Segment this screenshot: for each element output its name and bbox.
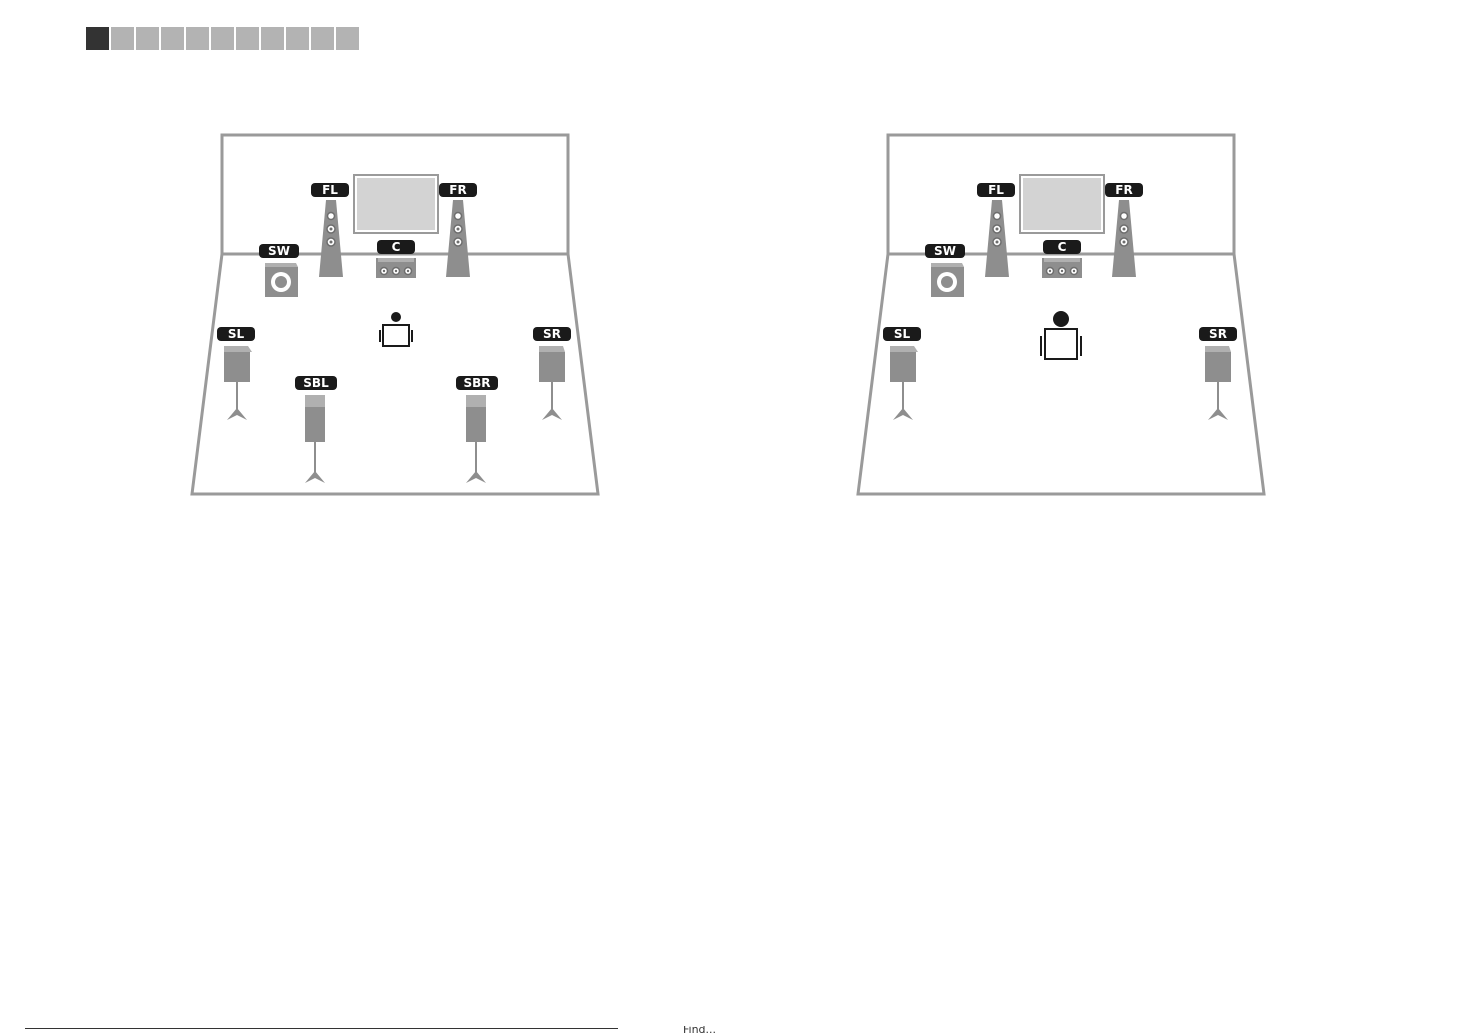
progress-segment <box>86 27 109 50</box>
label-sw-text: SW <box>934 244 956 258</box>
label-fr: FR <box>439 183 477 197</box>
label-fr-text: FR <box>449 183 466 197</box>
label-fl-text: FL <box>988 183 1004 197</box>
label-sw: SW <box>259 244 299 258</box>
label-sbr-text: SBR <box>463 376 490 390</box>
room-floor <box>192 254 598 494</box>
label-fr-text: FR <box>1115 183 1132 197</box>
label-sw: SW <box>925 244 965 258</box>
progress-segment <box>311 27 334 50</box>
label-c-text: C <box>392 240 401 254</box>
label-sl: SL <box>883 327 921 341</box>
label-sl-text: SL <box>894 327 911 341</box>
label-c: C <box>377 240 415 254</box>
tv <box>354 175 438 233</box>
label-sbl-text: SBL <box>303 376 329 390</box>
label-sr-text: SR <box>1209 327 1227 341</box>
label-sr: SR <box>1199 327 1237 341</box>
progress-segment <box>286 27 309 50</box>
speaker-layout-diagram-7-1: FL FR C SW <box>180 120 610 500</box>
progress-segment <box>186 27 209 50</box>
speaker-subwoofer: SW <box>925 244 965 297</box>
label-sl: SL <box>217 327 255 341</box>
label-sbr: SBR <box>456 376 498 390</box>
label-c-text: C <box>1058 240 1067 254</box>
progress-segment <box>236 27 259 50</box>
room-floor <box>858 254 1264 494</box>
progress-segment <box>111 27 134 50</box>
progress-segment <box>211 27 234 50</box>
label-sr-text: SR <box>543 327 561 341</box>
label-sl-text: SL <box>228 327 245 341</box>
tv <box>1020 175 1104 233</box>
label-sbl: SBL <box>295 376 337 390</box>
page-progress-bar <box>86 27 359 50</box>
footer-text: Find... <box>683 1026 716 1033</box>
speaker-center: C <box>376 240 416 278</box>
label-fl-text: FL <box>322 183 338 197</box>
speaker-subwoofer: SW <box>259 244 299 297</box>
label-fr: FR <box>1105 183 1143 197</box>
progress-segment <box>336 27 359 50</box>
progress-segment <box>261 27 284 50</box>
label-fl: FL <box>977 183 1015 197</box>
label-fl: FL <box>311 183 349 197</box>
speaker-center: C <box>1042 240 1082 278</box>
footer-rule <box>25 1028 618 1029</box>
speaker-layout-diagram-5-1: FL FR C SW <box>846 120 1276 500</box>
label-sr: SR <box>533 327 571 341</box>
progress-segment <box>161 27 184 50</box>
label-c: C <box>1043 240 1081 254</box>
label-sw-text: SW <box>268 244 290 258</box>
progress-segment <box>136 27 159 50</box>
